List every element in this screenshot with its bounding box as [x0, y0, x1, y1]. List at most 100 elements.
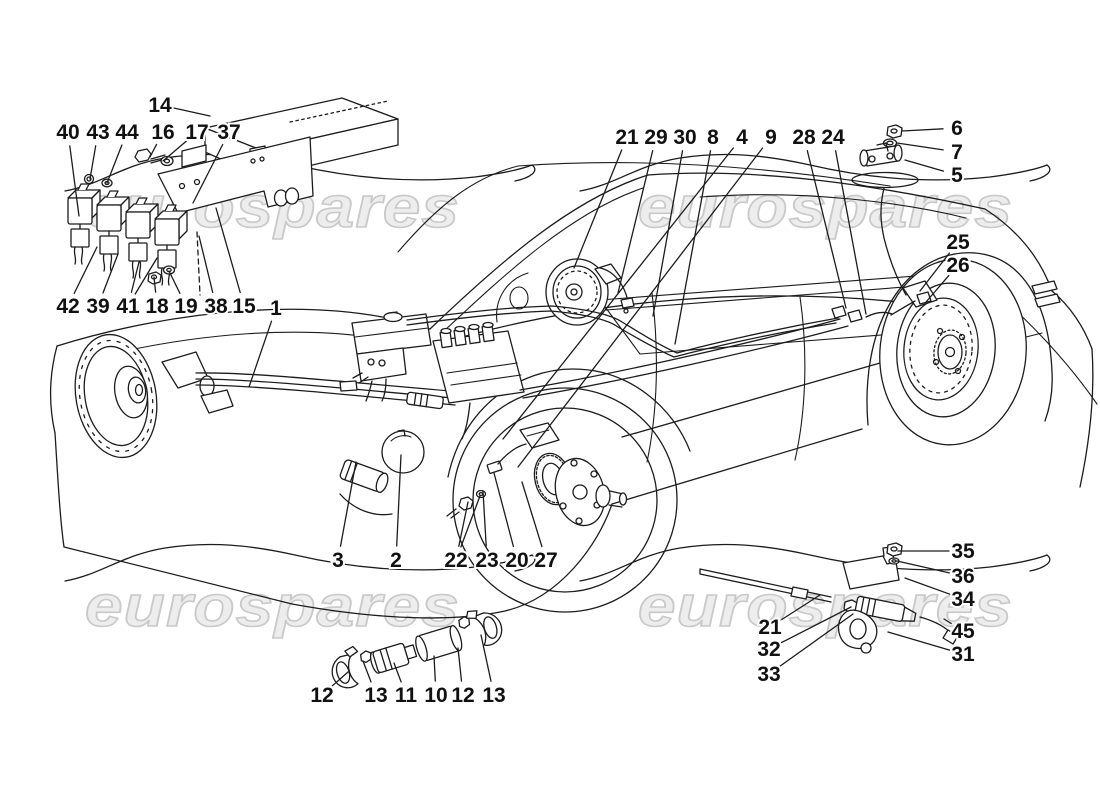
callout-leader-21 [573, 149, 623, 269]
rear-brake-tee [851, 124, 919, 296]
pipe-union [339, 380, 358, 392]
tail-light-upper [1031, 280, 1058, 295]
callout-leader-2 [396, 454, 402, 547]
watermark-swoosh-bottom-right [579, 543, 1051, 582]
rear-left-sensor-cable [599, 267, 629, 302]
callout-label-3: 3 [332, 549, 344, 572]
callout-label-20: 20 [505, 549, 528, 572]
callout-leader-37 [192, 143, 224, 204]
callout-leader-41 [130, 261, 140, 294]
callout-label-1: 1 [270, 297, 282, 320]
callout-label-12: 12 [451, 684, 474, 707]
callout-leader-39 [102, 253, 119, 294]
callout-label-14: 14 [148, 94, 172, 117]
callout-leader-4 [502, 147, 734, 440]
rear-left-brake-disc [406, 258, 839, 358]
callout-leader-24 [834, 150, 867, 315]
callout-label-33: 33 [757, 663, 780, 686]
callout-label-18: 18 [145, 295, 169, 318]
rear-brake-hose [865, 311, 893, 318]
callout-label-13: 13 [482, 684, 505, 707]
callout-label-38: 38 [204, 295, 228, 318]
driveshaft-yoke-right [464, 602, 507, 650]
callout-label-28: 28 [792, 126, 816, 149]
callout-leader-11 [393, 662, 402, 683]
front-speed-sensor [486, 460, 503, 474]
front-caliper [519, 422, 560, 449]
watermark-text-bottom-left: eurospares [85, 574, 460, 639]
callout-label-4: 4 [736, 126, 748, 149]
driveshaft-nut-right [458, 616, 471, 629]
brake-hydraulic-unit [339, 305, 863, 516]
front-hub-assembly [446, 387, 678, 613]
bolt [134, 148, 152, 163]
tail-edge [1079, 348, 1094, 488]
rear-wheel-arch [866, 252, 1053, 426]
callout-label-12: 12 [310, 684, 333, 707]
ecu-connector-pins [289, 100, 389, 123]
accumulator-sphere [381, 430, 425, 474]
roof-line [647, 172, 986, 210]
sensor-bolt [458, 496, 474, 511]
callout-label-36: 36 [951, 565, 974, 588]
callout-leader-22 [458, 501, 469, 547]
callout-label-23: 23 [475, 549, 498, 572]
callout-label-30: 30 [673, 126, 696, 149]
rod-sleeve [790, 586, 809, 600]
callout-leader-27 [521, 481, 543, 548]
callout-leader-7 [896, 142, 944, 151]
callout-leader-31 [887, 631, 951, 651]
callout-label-39: 39 [86, 295, 109, 318]
callout-label-19: 19 [174, 295, 197, 318]
callout-label-42: 42 [56, 295, 79, 318]
rocker-top [621, 362, 881, 438]
watermark-swoosh-top-right [579, 153, 1051, 192]
callout-leader-28 [806, 149, 847, 309]
windshield-inner [442, 187, 644, 333]
pump-bracket [339, 493, 393, 516]
callout-leader-19 [168, 270, 181, 295]
brake-pipe-rear-1 [519, 318, 841, 391]
callout-leader-13 [480, 634, 492, 682]
watermark-swoosh-bottom-left [64, 543, 536, 582]
callout-leader-10 [433, 655, 436, 682]
callout-leader-12 [457, 647, 463, 682]
grommet [83, 173, 95, 185]
callout-label-21: 21 [615, 126, 639, 149]
callout-leader-9 [517, 147, 764, 468]
callout-leader-18 [153, 276, 157, 293]
front-nose [50, 345, 58, 434]
sensor-washer [475, 489, 487, 499]
callout-label-5: 5 [951, 164, 963, 187]
detail-balloon [851, 171, 919, 189]
callout-leader-42 [73, 246, 98, 295]
callout-leader-29 [617, 149, 654, 294]
front-tire-outer [452, 387, 678, 613]
callout-label-9: 9 [765, 126, 777, 149]
callout-leader-3 [339, 461, 357, 547]
tail-light-lower [1034, 293, 1061, 308]
callout-label-37: 37 [217, 121, 240, 144]
callout-label-16: 16 [151, 121, 174, 144]
callout-label-43: 43 [86, 121, 109, 144]
callout-label-22: 22 [444, 549, 467, 572]
front-wheel-arch [447, 368, 691, 478]
brake-pipe-front-1 [195, 372, 451, 392]
callout-leader-38 [198, 235, 214, 294]
callout-label-7: 7 [951, 141, 963, 164]
callout-leader-45 [943, 618, 952, 625]
front-tire-inner [472, 407, 658, 593]
callout-label-44: 44 [115, 121, 139, 144]
callout-label-35: 35 [951, 540, 975, 563]
balloon-pointer-curve [880, 187, 907, 296]
door-shutline-rear [794, 296, 806, 461]
rear-glass-inner [699, 194, 967, 219]
callout-leader-34 [904, 577, 951, 595]
callout-leader-17 [162, 140, 187, 162]
callout-leader-22 [460, 495, 481, 548]
callout-leader-32 [780, 606, 852, 644]
brake-pipe-rear-2 [522, 325, 849, 399]
callout-label-17: 17 [185, 121, 208, 144]
inline-pressure-sensor [406, 391, 444, 410]
